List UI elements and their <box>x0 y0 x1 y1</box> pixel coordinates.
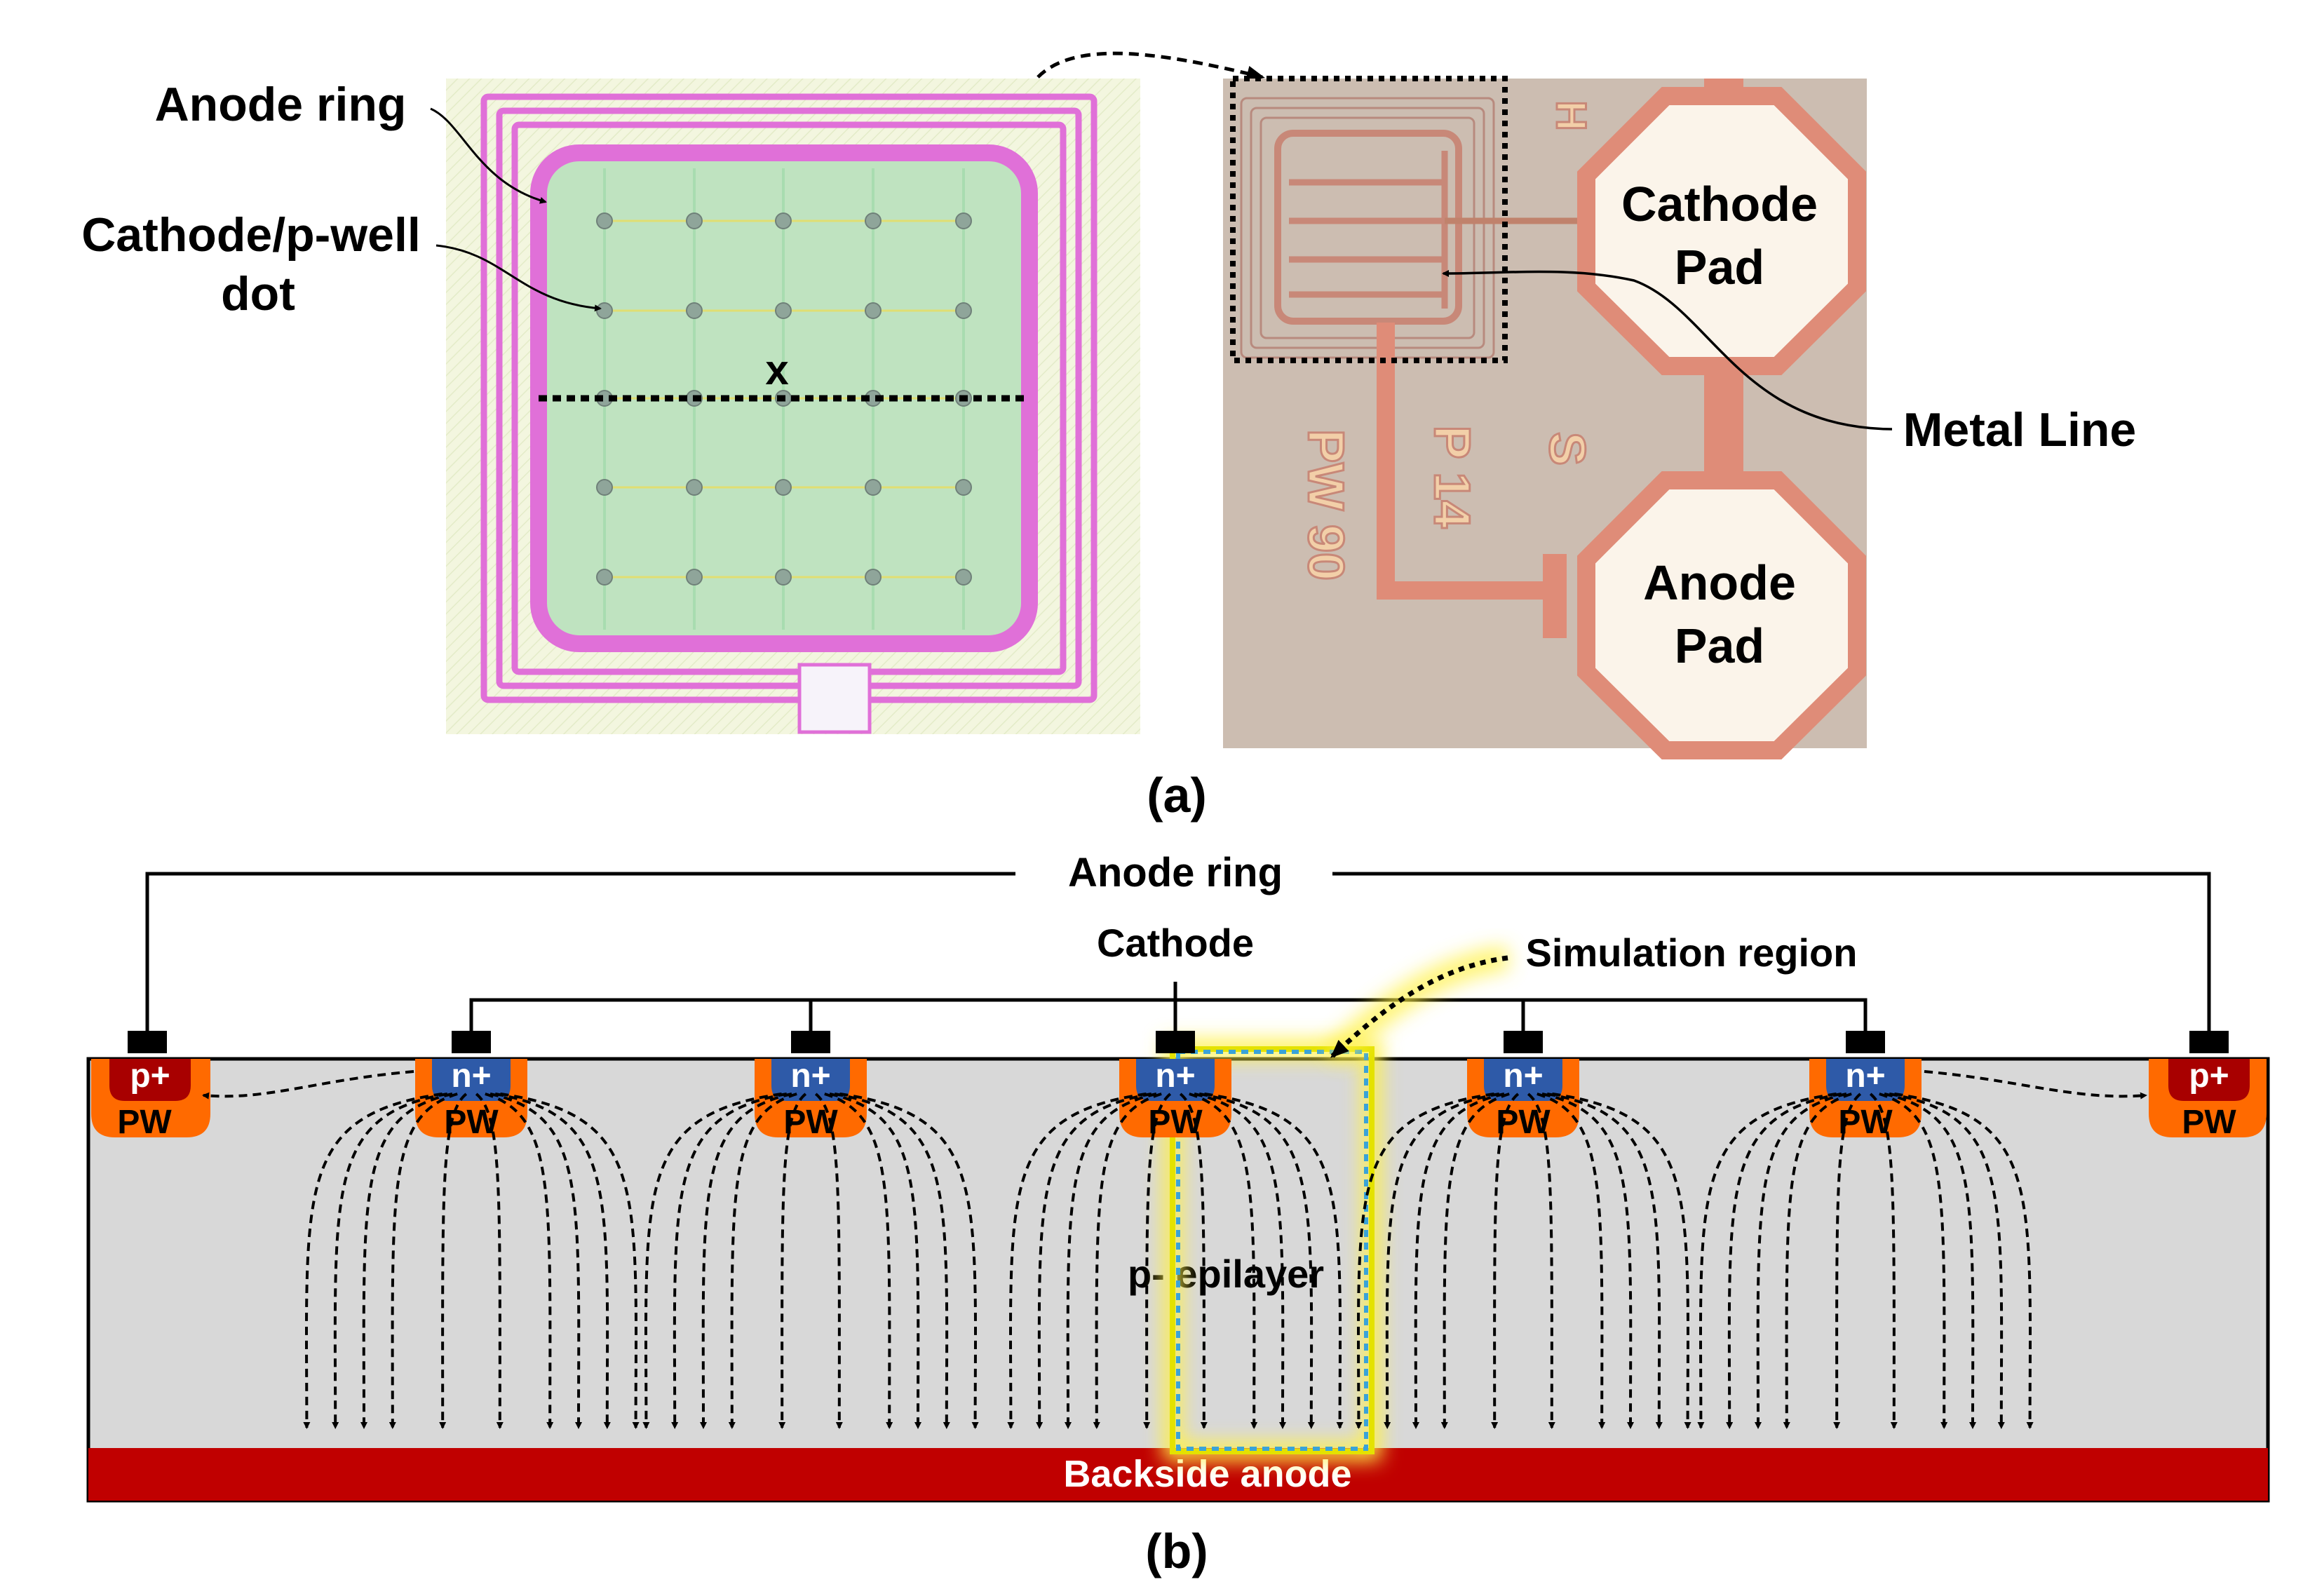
field-line-2 <box>332 1093 448 1429</box>
p-plus-label-right: p+ <box>2189 1057 2229 1095</box>
cathode-dot-label-2: dot <box>221 267 295 320</box>
simulation-region-label: Simulation region <box>1526 931 1858 975</box>
field-line-31 <box>1355 1093 1494 1429</box>
field-line-9 <box>494 1093 611 1429</box>
cathode-label-b: Cathode <box>1097 921 1254 965</box>
field-line-21 <box>1007 1093 1147 1429</box>
field-line-13 <box>699 1093 792 1429</box>
micrograph-view: PW 90 P 14 S H Cathode Pad Anode Pad <box>1223 76 1867 759</box>
field-line-33 <box>1412 1093 1505 1429</box>
simulation-region-box <box>1170 1046 1375 1454</box>
field-line-5 <box>439 1093 468 1429</box>
anode-pad <box>1577 471 1866 759</box>
field-line-19 <box>834 1093 950 1429</box>
field-line-25 <box>1143 1093 1172 1429</box>
field-line-42 <box>1726 1093 1842 1429</box>
n-plus-contacts <box>432 1059 1905 1101</box>
field-line-26 <box>1179 1093 1208 1429</box>
chip-mark-s: S <box>1539 432 1595 466</box>
caption-b: (b) <box>1145 1524 1208 1578</box>
field-line-7 <box>485 1093 554 1429</box>
field-line-28 <box>1194 1093 1287 1429</box>
field-line-17 <box>824 1093 893 1429</box>
field-line-16 <box>814 1093 843 1429</box>
zoom-box <box>1230 76 1508 363</box>
field-line-37 <box>1537 1093 1606 1429</box>
n-plus-label-4: n+ <box>1503 1057 1543 1095</box>
pw-label-7: PW <box>2182 1104 2236 1141</box>
field-line-41 <box>1697 1093 1837 1429</box>
field-line-34 <box>1440 1093 1510 1429</box>
caption-a: (a) <box>1147 768 1207 823</box>
chip-mark-p14: P 14 <box>1424 426 1480 529</box>
field-line-20 <box>839 1093 979 1429</box>
chip-mark-pw90: PW 90 <box>1297 429 1353 581</box>
anode-ring-label-a: Anode ring <box>155 78 407 131</box>
n-plus-label-1: n+ <box>451 1057 491 1095</box>
field-line-43 <box>1754 1093 1847 1429</box>
field-line-24 <box>1093 1093 1162 1429</box>
field-line-27 <box>1189 1093 1258 1429</box>
epilayer-label: p- epilayer <box>1128 1252 1324 1296</box>
cathode-dots <box>596 212 972 586</box>
field-line-50 <box>1894 1093 2034 1429</box>
anode-pad-label-2: Pad <box>1675 618 1764 673</box>
field-line-12 <box>671 1093 788 1429</box>
cathode-dot-pointer <box>435 244 602 312</box>
field-line-40 <box>1552 1093 1691 1429</box>
metal-line-pointer <box>1442 269 1893 431</box>
pw-label-1: PW <box>117 1104 172 1141</box>
field-line-8 <box>489 1093 583 1429</box>
field-line-38 <box>1541 1093 1635 1429</box>
field-line-44 <box>1783 1093 1852 1429</box>
field-line-6 <box>475 1093 504 1429</box>
n-plus-label-3: n+ <box>1155 1057 1195 1095</box>
field-line-23 <box>1064 1093 1157 1429</box>
field-line-35 <box>1491 1093 1520 1429</box>
field-line-30 <box>1204 1093 1344 1429</box>
cathode-pad <box>1577 87 1866 375</box>
field-line-47 <box>1879 1093 1948 1429</box>
cathode-dot-label-1: Cathode/p-well <box>81 208 421 262</box>
field-line-4 <box>389 1093 458 1429</box>
field-line-32 <box>1384 1093 1500 1429</box>
field-line-46 <box>1869 1093 1898 1429</box>
field-line-18 <box>829 1093 922 1429</box>
field-line-1 <box>303 1093 443 1429</box>
field-line-10 <box>500 1093 640 1429</box>
field-lines <box>202 1070 2147 1429</box>
field-line-39 <box>1546 1093 1663 1429</box>
cross-section: Backside anode p- epilayer <box>86 846 2270 1503</box>
layout-view: x <box>446 79 1140 734</box>
field-line-22 <box>1036 1093 1152 1429</box>
n-plus-label-5: n+ <box>1845 1057 1885 1095</box>
field-line-3 <box>360 1093 453 1429</box>
cathode-pad-label-1: Cathode <box>1621 177 1818 231</box>
chip-mark-h: H <box>1548 100 1595 130</box>
zoom-arrow <box>1036 51 1265 81</box>
wires <box>145 872 2211 1031</box>
simulation-pointer <box>1330 955 1508 1058</box>
field-line-14 <box>728 1093 797 1429</box>
metal-line-label: Metal Line <box>1903 403 2137 457</box>
field-line-45 <box>1833 1093 1862 1429</box>
field-line-36 <box>1527 1093 1555 1429</box>
p-plus-label-left: p+ <box>130 1057 170 1095</box>
cut-marker-label: x <box>765 346 788 393</box>
anode-ring-pointer <box>430 107 547 204</box>
field-line-48 <box>1884 1093 1977 1429</box>
anode-ring-label-b: Anode ring <box>1068 850 1283 895</box>
guard-rings <box>480 93 1098 703</box>
anode-pad-label-1: Anode <box>1643 555 1796 610</box>
field-line-11 <box>642 1093 782 1429</box>
field-line-52 <box>1924 1070 2147 1100</box>
field-line-29 <box>1198 1093 1315 1429</box>
cathode-pad-label-2: Pad <box>1675 240 1764 295</box>
n-plus-label-2: n+ <box>790 1057 830 1095</box>
p-plus-contacts <box>109 1059 2250 1101</box>
field-line-51 <box>202 1070 414 1100</box>
field-line-49 <box>1889 1093 2005 1429</box>
field-line-15 <box>778 1093 807 1429</box>
